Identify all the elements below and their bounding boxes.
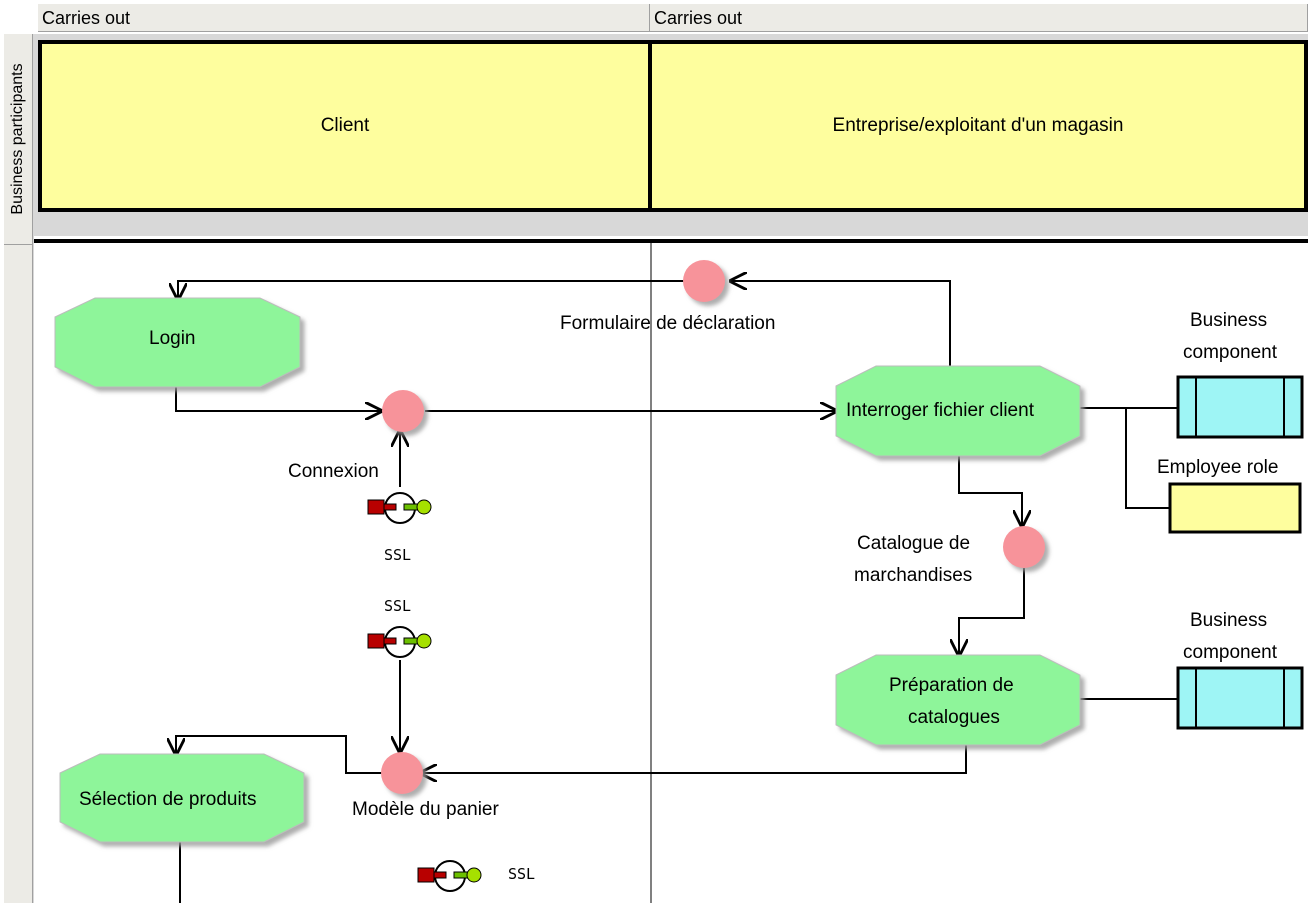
column-header-bar: Carries out Carries out (0, 0, 1308, 34)
connectors (176, 281, 1178, 903)
event-catalogue-label-1: Catalogue de (857, 533, 971, 554)
employee-role-label: Employee role (1157, 457, 1279, 478)
function-preparation (835, 654, 1081, 746)
column-header-2[interactable]: Carries out (650, 4, 1308, 32)
business-component-2-label-2: component (1183, 642, 1278, 663)
column-header-1[interactable]: Carries out (38, 4, 650, 32)
ssl-key-icon (417, 860, 482, 892)
event-catalogue (1003, 526, 1045, 568)
business-component-1 (1176, 375, 1304, 439)
ssl-key-icon (367, 626, 432, 658)
function-preparation-label-2: catalogues (908, 707, 1000, 728)
ssl-label: SSL (384, 597, 412, 615)
business-component-1-label-2: component (1183, 342, 1278, 363)
function-preparation-label-1: Préparation de (889, 675, 1014, 696)
business-component-2 (1176, 666, 1304, 730)
event-modele (381, 752, 423, 794)
function-login (54, 297, 301, 388)
employee-role-box (1168, 482, 1302, 534)
function-interroger (835, 365, 1081, 457)
participant-entreprise-label: Entreprise/exploitant d'un magasin (832, 115, 1124, 136)
ssl-key-icon (367, 492, 432, 524)
business-component-1-label-1: Business (1190, 310, 1268, 331)
event-formulaire-label: Formulaire de déclaration (560, 313, 776, 334)
business-component-2-label-1: Business (1190, 610, 1268, 631)
participant-client[interactable]: Client (38, 40, 652, 212)
function-selection-label: Sélection de produits (79, 789, 257, 810)
event-formulaire (683, 260, 725, 302)
participant-entreprise[interactable]: Entreprise/exploitant d'un magasin (648, 40, 1308, 212)
ssl-label: SSL (384, 546, 412, 564)
function-selection (59, 753, 305, 843)
event-modele-label: Modèle du panier (352, 799, 499, 820)
function-login-label: Login (149, 328, 196, 349)
ssl-label: SSL (508, 865, 536, 883)
participant-client-label: Client (320, 115, 370, 136)
function-interroger-label: Interroger fichier client (846, 400, 1034, 421)
event-connexion (382, 390, 424, 432)
row-header-business-participants[interactable]: Business participants (4, 34, 32, 245)
event-catalogue-label-2: marchandises (854, 565, 973, 586)
row-header-bar (4, 34, 33, 903)
event-connexion-label: Connexion (288, 461, 379, 482)
